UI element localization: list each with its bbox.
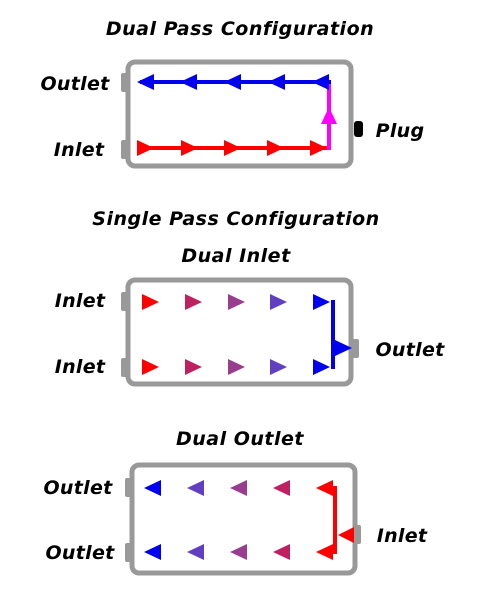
dual-pass-title: Dual Pass Configuration [106,18,374,40]
exchanger-frame [125,277,354,387]
dual-outlet-bottom-label: Outlet [45,542,115,564]
outlet-arrow [335,340,352,356]
outlet-top-flow-arrows [144,480,333,496]
flow-arrow [180,74,197,90]
flow-arrow [187,480,204,496]
flow-arrow [316,544,333,560]
plug-label: Plug [376,120,425,142]
dual-inlet-outlet-label: Outlet [375,339,445,361]
outlet-bottom-flow-arrows [144,544,333,560]
flow-arrow [137,74,154,90]
flow-arrow [185,359,202,375]
dual-outlet-subtitle: Dual Outlet [176,428,304,450]
flow-arrow [144,480,161,496]
dual-outlet-top-label: Outlet [43,477,113,499]
flow-arrow [224,140,241,156]
flow-arrow [273,480,290,496]
flow-arrow [316,480,333,496]
flow-arrow [230,480,247,496]
dual-outlet-diagram [125,462,361,576]
inlet-bottom-flow-arrows [142,359,330,375]
flow-arrow [137,140,154,156]
flow-arrow [268,74,285,90]
dual-pass-outlet-label: Outlet [40,73,110,95]
flow-arrow [230,544,247,560]
plug-port [354,121,363,137]
flow-arrow [142,294,159,310]
crossover-arrow [321,107,337,124]
flow-arrow [142,359,159,375]
flow-arrow [144,544,161,560]
exchanger-frame [129,462,358,576]
flow-arrow [228,359,245,375]
inlet-flow-arrows [137,140,327,156]
flow-arrow [313,294,330,310]
flow-arrow [267,140,284,156]
flow-arrow [273,544,290,560]
exchanger-frame [125,59,354,169]
flow-arrow [312,74,329,90]
inlet-top-flow-arrows [142,294,330,310]
inlet-arrow [338,527,354,543]
flow-arrow [313,359,330,375]
flow-arrow [224,74,241,90]
dual-inlet-top-label: Inlet [55,290,106,312]
flow-arrow [310,140,327,156]
flow-arrow [181,140,198,156]
single-pass-title: Single Pass Configuration [92,208,379,230]
outlet-flow-arrows [137,74,329,90]
dual-pass-inlet-label: Inlet [54,139,105,161]
flow-arrow [270,359,287,375]
flow-arrow [187,544,204,560]
dual-pass-diagram [121,59,363,169]
flow-arrow [228,294,245,310]
dual-outlet-inlet-label: Inlet [377,525,428,547]
flow-arrow [185,294,202,310]
dual-inlet-subtitle: Dual Inlet [181,245,291,267]
dual-inlet-diagram [121,277,359,387]
dual-inlet-bottom-label: Inlet [55,356,106,378]
flow-arrow [270,294,287,310]
